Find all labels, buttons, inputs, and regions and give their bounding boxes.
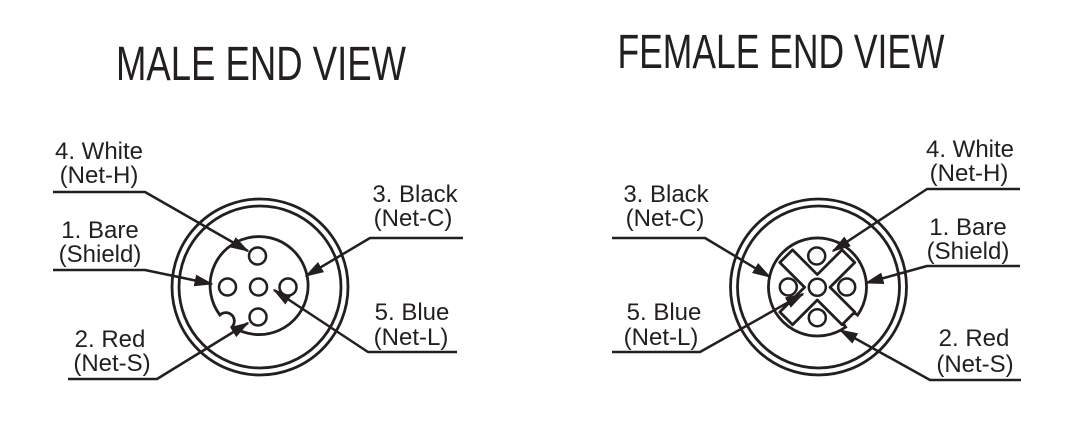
female-label-pin5-line1: 5. Blue <box>627 299 702 326</box>
male-pin-4 <box>247 246 268 266</box>
female-label-pin4-line2: (Net-H) <box>930 160 1009 187</box>
female-outer-ring <box>729 197 908 377</box>
female-leader-pin3 <box>612 236 772 279</box>
male-end-view: MALE END VIEW 4. White (Net-H) 1. Bare (… <box>53 38 463 381</box>
male-label-pin2-line1: 2. Red <box>75 326 146 353</box>
female-pin-5 <box>807 277 828 298</box>
male-leader-pin5 <box>272 288 457 354</box>
male-pin-2 <box>248 307 268 327</box>
male-leader-pin2 <box>68 321 250 381</box>
male-leader-pin4 <box>53 190 250 253</box>
female-leader-pin5 <box>612 292 805 354</box>
male-outer-ring <box>170 197 350 377</box>
female-leader-pin2 <box>838 328 1021 382</box>
female-pin-4 <box>806 246 827 266</box>
male-pin-3 <box>278 277 298 297</box>
female-pin-2 <box>807 307 828 328</box>
male-label-pin3-line2: (Net-C) <box>374 205 453 232</box>
female-label-pin3-line2: (Net-C) <box>626 205 705 232</box>
male-label-pin5-line1: 5. Blue <box>375 299 450 326</box>
female-inner-ring <box>736 204 901 370</box>
female-end-view: FEMALE END VIEW 3. Black (Net-C) 5. Blue… <box>612 26 1021 382</box>
male-leader-pin1 <box>53 268 214 287</box>
female-label-pin4-line1: 4. White <box>926 136 1014 163</box>
male-label-pin4-line2: (Net-H) <box>60 162 139 189</box>
male-pin-5 <box>248 277 269 297</box>
male-leader-pin3 <box>304 236 463 278</box>
male-label-pin5-line2: (Net-L) <box>374 324 449 351</box>
male-pin-1 <box>217 277 238 297</box>
male-inner-ring <box>177 204 343 370</box>
female-label-pin3-line1: 3. Black <box>623 181 709 208</box>
male-label-pin1-line2: (Shield) <box>59 241 142 268</box>
male-label-pin4-line1: 4. White <box>55 138 143 165</box>
female-pin-3 <box>778 277 799 297</box>
female-leader-pin4 <box>831 187 1020 253</box>
female-label-pin2-line1: 2. Red <box>939 325 1010 352</box>
female-title: FEMALE END VIEW <box>618 26 946 79</box>
female-pin-1 <box>836 277 857 297</box>
male-label-pin3-line1: 3. Black <box>372 181 458 208</box>
male-title: MALE END VIEW <box>116 38 407 91</box>
female-label-pin2-line2: (Net-S) <box>936 351 1013 378</box>
male-label-pin1-line1: 1. Bare <box>61 217 138 244</box>
female-label-pin5-line2: (Net-L) <box>624 324 699 351</box>
female-label-pin1-line1: 1. Bare <box>929 214 1006 241</box>
male-label-pin2-line2: (Net-S) <box>73 350 150 377</box>
female-label-pin1-line2: (Shield) <box>927 238 1010 265</box>
female-leader-pin1 <box>864 264 1020 285</box>
